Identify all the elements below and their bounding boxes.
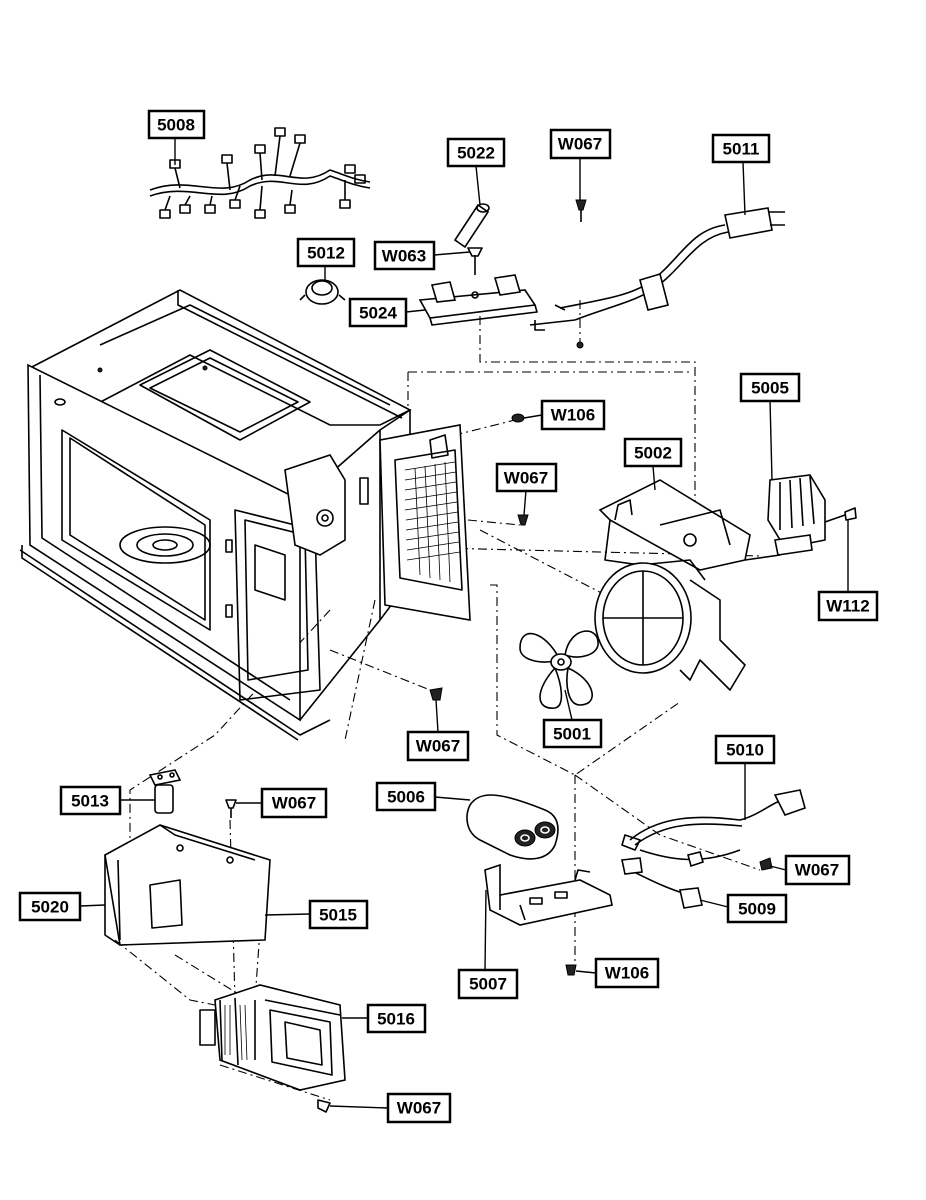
svg-text:5013: 5013: [71, 792, 109, 811]
sub-harnesses: [621, 789, 806, 909]
svg-text:5008: 5008: [157, 116, 195, 135]
label-w067-bracket: W067: [260, 787, 328, 819]
fan-blade: [519, 630, 599, 709]
part-labels: 5008 5022 W067 5011 5012 W063 5024 W106: [18, 109, 879, 1124]
capacitor: [466, 794, 559, 860]
fan-housing: [594, 479, 751, 691]
svg-text:5010: 5010: [726, 741, 764, 760]
thermostat: [299, 279, 346, 305]
svg-text:W106: W106: [551, 406, 595, 425]
label-5013: 5013: [59, 785, 122, 816]
power-cord: [529, 207, 785, 349]
label-5002: 5002: [623, 437, 683, 468]
svg-text:5022: 5022: [457, 144, 495, 163]
magnetron: [199, 984, 346, 1091]
svg-text:W106: W106: [605, 964, 649, 983]
label-w106-upper: W106: [540, 399, 606, 431]
label-5008: 5008: [147, 109, 206, 140]
thermal-cutout: [148, 769, 182, 814]
label-w112: W112: [817, 590, 879, 622]
label-5020: 5020: [18, 891, 82, 922]
label-5001: 5001: [542, 718, 603, 749]
svg-text:5012: 5012: [307, 244, 345, 263]
label-w067-mid: W067: [495, 462, 558, 493]
fuse-holder: [418, 247, 538, 326]
svg-text:5024: 5024: [359, 304, 397, 323]
label-5012: 5012: [296, 237, 356, 268]
capacitor-bracket: [484, 863, 613, 926]
svg-text:5020: 5020: [31, 898, 69, 917]
label-w063: W063: [373, 240, 436, 271]
label-5016: 5016: [366, 1003, 427, 1034]
label-5009: 5009: [726, 893, 788, 924]
svg-text:5007: 5007: [469, 975, 507, 994]
label-5022: 5022: [446, 137, 506, 168]
fuse: [453, 203, 490, 249]
label-5005: 5005: [739, 372, 801, 403]
label-5024: 5024: [348, 297, 408, 328]
label-w067-magnetron: W067: [386, 1092, 452, 1124]
transformer-bracket: [104, 824, 271, 946]
wire-harness: [149, 127, 371, 219]
svg-text:W067: W067: [558, 135, 602, 154]
svg-text:5002: 5002: [634, 444, 672, 463]
label-5007: 5007: [457, 968, 519, 1000]
svg-text:W067: W067: [795, 861, 839, 880]
vent-panel: [379, 424, 471, 621]
svg-text:W112: W112: [826, 597, 869, 616]
svg-text:5016: 5016: [377, 1010, 415, 1029]
label-w067-top: W067: [549, 128, 612, 160]
svg-text:5001: 5001: [553, 725, 591, 744]
label-5011: 5011: [711, 133, 771, 164]
cabinet: [19, 289, 412, 741]
svg-text:W067: W067: [416, 737, 460, 756]
label-w106-lower: W106: [594, 957, 660, 989]
screws: [225, 199, 773, 1113]
label-w067-cabinet: W067: [406, 730, 470, 762]
svg-text:5005: 5005: [751, 379, 789, 398]
svg-text:5009: 5009: [738, 900, 776, 919]
label-5010: 5010: [714, 734, 776, 765]
svg-text:W067: W067: [272, 794, 316, 813]
label-5006: 5006: [375, 781, 437, 812]
svg-text:W063: W063: [382, 247, 426, 266]
fan-motor: [744, 474, 857, 561]
label-5015: 5015: [308, 899, 369, 930]
svg-text:W067: W067: [397, 1099, 441, 1118]
svg-text:W067: W067: [504, 469, 548, 488]
svg-text:5011: 5011: [723, 140, 760, 159]
leader-lines: [79, 138, 849, 1109]
svg-text:5015: 5015: [319, 906, 357, 925]
label-w067-harness: W067: [784, 854, 851, 886]
svg-text:5006: 5006: [387, 788, 425, 807]
